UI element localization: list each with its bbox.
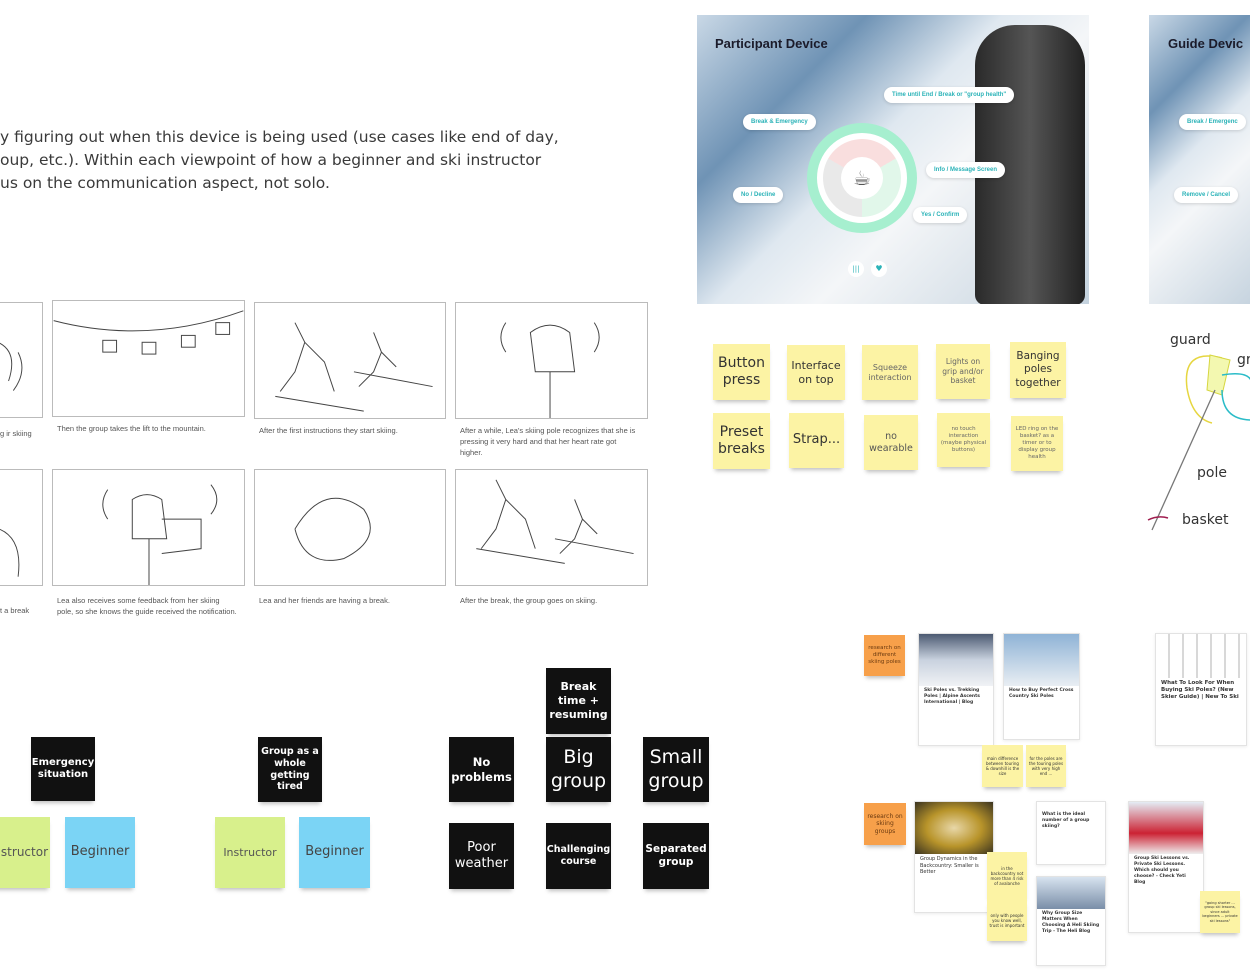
caption: Then the group takes the lift to the mou… (57, 424, 206, 433)
storyboard-frame[interactable] (254, 469, 446, 586)
sketch-label-basket: basket (1182, 512, 1229, 528)
card-title: Ski Poles vs. Trekking Poles | Alpine As… (924, 688, 980, 705)
card-title: Why Group Size Matters When Choosing A H… (1042, 911, 1100, 934)
card-title: Group Dynamics in the Backcountry: Small… (920, 856, 979, 875)
storyboard-frame[interactable] (52, 469, 245, 586)
label-yes-confirm: Yes / Confirm (913, 207, 968, 223)
caption: Lea also receives some feedback from her… (57, 596, 237, 616)
link-card[interactable]: What is the ideal number of a group skii… (1036, 801, 1106, 865)
device-title: Participant Device (715, 36, 828, 51)
storyboard-frame[interactable] (455, 469, 648, 586)
storyboard-frame[interactable] (0, 302, 43, 418)
intro-line: oup, etc.). Within each viewpoint of how… (0, 151, 542, 169)
link-card[interactable]: How to Buy Perfect Cross Country Ski Pol… (1003, 633, 1080, 740)
sticky-note[interactable]: Strap... (789, 413, 844, 468)
sticky-note[interactable]: Button press (713, 344, 770, 400)
sticky-note[interactable]: research on different skiing poles (864, 635, 905, 676)
sticky-note[interactable]: Big group (546, 737, 611, 802)
sticky-note[interactable]: Small group (643, 737, 709, 802)
link-card[interactable]: Group Ski Lessons vs. Private Ski Lesson… (1128, 801, 1204, 933)
dial-ring: ☕ (807, 123, 917, 233)
storyboard-frame[interactable] (455, 302, 648, 419)
sticky-note[interactable]: no wearable (864, 415, 918, 470)
caption: Lea and her friends are having a break. (259, 596, 390, 605)
sticky-note[interactable]: Group as a whole getting tired (258, 737, 322, 802)
link-card[interactable]: What To Look For When Buying Ski Poles? … (1155, 633, 1247, 746)
label-info-message: Info / Message Screen (926, 162, 1006, 178)
coffee-cup-icon: ☕ (841, 157, 883, 199)
caption: After the first instructions they start … (259, 426, 398, 435)
caption: After the break, the group goes on skiin… (460, 596, 598, 605)
sticky-note[interactable]: Lights on grip and/or basket (936, 344, 990, 399)
caption: After a while, Lea's skiing pole recogni… (460, 426, 636, 457)
sticky-note[interactable]: main difference between touring & downhi… (982, 745, 1023, 787)
link-card[interactable]: Ski Poles vs. Trekking Poles | Alpine As… (918, 633, 994, 746)
sticky-note[interactable]: Break time + resuming (546, 668, 611, 734)
participant-device-mockup[interactable]: Participant Device ☕ Time until End / Br… (697, 15, 1089, 304)
label-break-emergency: Break & Emergency (743, 114, 816, 130)
guide-device-mockup[interactable]: Guide Devic Break / Emergenc Remove / Ca… (1149, 15, 1250, 304)
caption: t a break (0, 606, 30, 615)
caption: g ir skiing (0, 429, 32, 438)
link-card[interactable]: Why Group Size Matters When Choosing A H… (1036, 876, 1106, 966)
sticky-note[interactable]: for the poles are the touring poles with… (1026, 745, 1066, 787)
sticky-note[interactable]: Beginner (299, 817, 370, 888)
device-title: Guide Devic (1168, 36, 1244, 51)
intro-line: y figuring out when this device is being… (0, 128, 559, 146)
sticky-note[interactable]: only with people you know well, trust is… (987, 899, 1027, 941)
label-break-emergency: Break / Emergenc (1179, 114, 1246, 130)
label-time-until-break: Time until End / Break or "group health" (884, 87, 1015, 103)
sticky-note[interactable]: Poor weather (449, 823, 514, 889)
intro-line: us on the communication aspect, not solo… (0, 174, 330, 192)
link-card[interactable]: Group Dynamics in the Backcountry: Small… (914, 801, 994, 913)
label-remove-cancel: Remove / Cancel (1174, 187, 1239, 203)
menu-icon: ||| (848, 261, 864, 277)
pole-sketch[interactable]: guard gr pole basket (1140, 330, 1250, 540)
sticky-note[interactable]: "going shorter ... group ski lessons, si… (1200, 891, 1240, 933)
sticky-note[interactable]: LED ring on the basket? as a timer or to… (1011, 416, 1063, 471)
sticky-note[interactable]: no touch interaction (maybe physical but… (937, 413, 990, 467)
label-no-decline: No / Decline (733, 187, 784, 203)
sticky-note[interactable]: research on skiing groups (864, 803, 906, 845)
storyboard-frame[interactable] (52, 300, 245, 417)
sticky-note[interactable]: Emergency situation (31, 737, 95, 801)
sticky-note[interactable]: structor (0, 817, 50, 888)
card-title: What To Look For When Buying Ski Poles? … (1161, 680, 1239, 700)
storyboard-frame[interactable] (0, 469, 43, 586)
heart-icon: ♥ (871, 261, 887, 277)
card-title: What is the ideal number of a group skii… (1042, 812, 1090, 829)
sticky-note[interactable]: Beginner (65, 817, 135, 888)
storyboard-frame[interactable] (254, 302, 446, 419)
sticky-note[interactable]: Banging poles together (1010, 342, 1066, 398)
sticky-note[interactable]: Separated group (643, 823, 709, 889)
sticky-note[interactable]: Interface on top (787, 345, 845, 400)
sticky-note[interactable]: Preset breaks (713, 413, 770, 469)
sketch-label-grip: gr (1237, 352, 1250, 368)
sticky-note[interactable]: Instructor (215, 817, 285, 888)
sticky-note[interactable]: No problems (449, 737, 514, 802)
sketch-label-pole: pole (1197, 465, 1227, 481)
sticky-note[interactable]: Challenging course (546, 823, 611, 889)
intro-paragraph: y figuring out when this device is being… (0, 126, 560, 195)
card-title: Group Ski Lessons vs. Private Ski Lesson… (1134, 856, 1190, 885)
card-title: How to Buy Perfect Cross Country Ski Pol… (1009, 688, 1074, 699)
sticky-note[interactable]: in the backcountry not more than 4 risk … (987, 852, 1027, 899)
sticky-note[interactable]: Squeeze interaction (862, 345, 918, 400)
sketch-label-guard: guard (1170, 332, 1211, 348)
